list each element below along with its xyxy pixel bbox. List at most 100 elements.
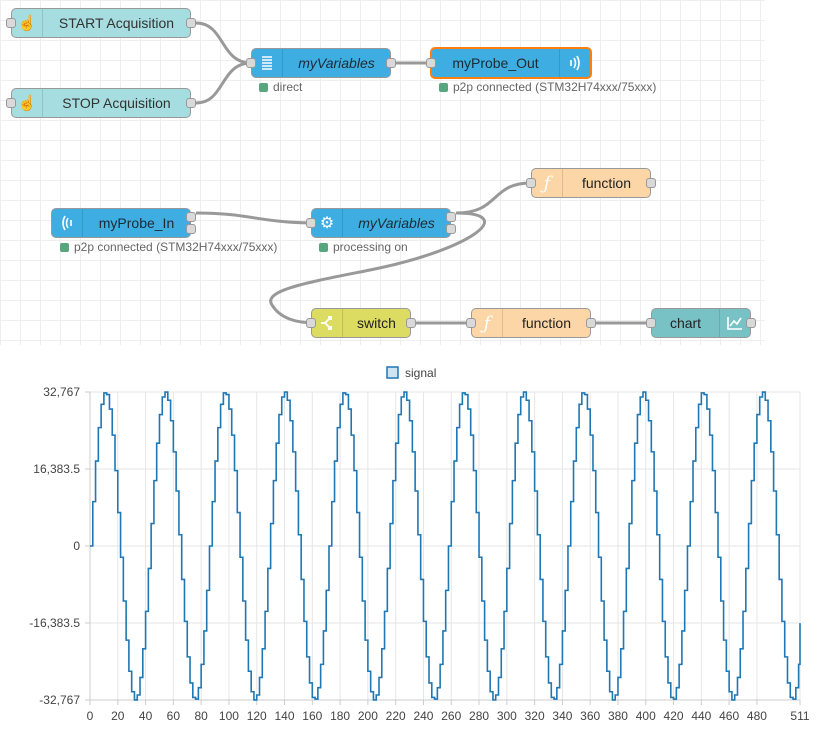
flow-wires bbox=[195, 21, 651, 325]
x-tick-label: 360 bbox=[580, 709, 600, 723]
x-tick-label: 300 bbox=[497, 709, 517, 723]
list-icon bbox=[252, 49, 283, 77]
x-tick-label: 160 bbox=[302, 709, 322, 723]
node-label: START Acquisition bbox=[58, 15, 175, 31]
node-label: myProbe_In bbox=[98, 215, 175, 231]
node-label: function bbox=[521, 315, 572, 331]
output-port[interactable] bbox=[586, 318, 596, 328]
status-dot bbox=[259, 82, 268, 92]
status-myprobe-in: p2p connected (STM32H74xxx/75xxx) bbox=[60, 240, 277, 254]
wire-stop-to-myvariables bbox=[195, 61, 252, 105]
x-tick-label: 460 bbox=[719, 709, 739, 723]
status-myprobe-out: p2p connected (STM32H74xxx/75xxx) bbox=[439, 80, 656, 94]
x-tick-label: 511 bbox=[790, 709, 809, 723]
input-port[interactable] bbox=[466, 318, 476, 328]
output-port[interactable] bbox=[746, 318, 756, 328]
node-myprobe-out[interactable]: myProbe_Out bbox=[426, 47, 592, 79]
node-label: switch bbox=[357, 315, 396, 331]
wire-myvariables-to-function bbox=[455, 181, 532, 215]
node-function-bottom[interactable]: ƒ function bbox=[466, 308, 596, 338]
wire-myvariables-to-switch bbox=[269, 211, 486, 325]
function-icon: ƒ bbox=[532, 169, 563, 197]
output-port[interactable] bbox=[406, 318, 416, 328]
output-port[interactable] bbox=[386, 58, 396, 68]
x-tick-label: 320 bbox=[525, 709, 545, 723]
wireless-icon bbox=[52, 209, 83, 237]
input-port[interactable] bbox=[306, 218, 316, 228]
node-chart[interactable]: chart bbox=[646, 308, 756, 338]
x-tick-label: 240 bbox=[413, 709, 433, 723]
input-port[interactable] bbox=[306, 318, 316, 328]
x-tick-label: 440 bbox=[691, 709, 711, 723]
x-tick-label: 0 bbox=[87, 709, 94, 723]
output-port-2[interactable] bbox=[446, 224, 456, 234]
input-port[interactable] bbox=[526, 178, 536, 188]
x-tick-label: 120 bbox=[247, 709, 267, 723]
inject-hand-icon[interactable]: ☝ bbox=[12, 89, 43, 117]
y-tick-label: 32,767 bbox=[43, 385, 80, 399]
function-icon: ƒ bbox=[472, 309, 503, 337]
x-tick-label: 200 bbox=[358, 709, 378, 723]
x-tick-label: 220 bbox=[386, 709, 406, 723]
gear-icon: ⚙ bbox=[312, 209, 343, 237]
x-tick-label: 280 bbox=[469, 709, 489, 723]
x-tick-label: 260 bbox=[441, 709, 461, 723]
output-port[interactable] bbox=[446, 212, 456, 222]
node-label: chart bbox=[669, 315, 702, 331]
x-tick-label: 100 bbox=[219, 709, 239, 723]
input-port[interactable] bbox=[646, 318, 656, 328]
node-label: myProbe_Out bbox=[452, 55, 539, 71]
y-tick-label: 16,383.5 bbox=[33, 462, 80, 476]
input-port[interactable] bbox=[6, 18, 16, 28]
input-port[interactable] bbox=[426, 58, 436, 68]
status-myvariables-processing: processing on bbox=[319, 240, 408, 254]
node-start-acquisition[interactable]: ☝ START Acquisition bbox=[6, 8, 196, 38]
status-text: p2p connected (STM32H74xxx/75xxx) bbox=[453, 80, 657, 94]
node-stop-acquisition[interactable]: ☝ STOP Acquisition bbox=[6, 88, 196, 118]
status-text: processing on bbox=[333, 240, 408, 254]
node-label: myVariables bbox=[358, 215, 435, 231]
x-tick-label: 420 bbox=[664, 709, 684, 723]
node-myvariables-processing[interactable]: ⚙ myVariables bbox=[306, 208, 456, 238]
output-port[interactable] bbox=[186, 212, 196, 222]
x-tick-label: 480 bbox=[747, 709, 767, 723]
output-port[interactable] bbox=[186, 18, 196, 28]
output-port[interactable] bbox=[186, 98, 196, 108]
legend-label: signal bbox=[405, 366, 436, 380]
wire-probe-in-to-myvariables bbox=[195, 211, 317, 225]
wireless-icon bbox=[559, 49, 590, 77]
y-tick-label: -32,767 bbox=[39, 693, 80, 707]
input-port[interactable] bbox=[246, 58, 256, 68]
status-dot bbox=[439, 82, 448, 92]
input-port[interactable] bbox=[6, 98, 16, 108]
wire-start-to-myvariables bbox=[195, 21, 252, 65]
status-text: direct bbox=[273, 80, 303, 94]
node-myvariables-top[interactable]: myVariables bbox=[246, 48, 396, 78]
node-myprobe-in[interactable]: myProbe_In bbox=[51, 208, 196, 238]
status-dot bbox=[319, 242, 328, 252]
node-switch[interactable]: switch bbox=[306, 308, 416, 338]
x-tick-label: 20 bbox=[111, 709, 125, 723]
status-myvariables-top: direct bbox=[259, 80, 302, 94]
chart-icon bbox=[719, 309, 750, 337]
series-line-signal bbox=[90, 391, 801, 701]
node-label: STOP Acquisition bbox=[62, 95, 171, 111]
switch-icon bbox=[312, 309, 343, 337]
x-tick-label: 60 bbox=[167, 709, 181, 723]
x-tick-label: 400 bbox=[636, 709, 656, 723]
output-port[interactable] bbox=[646, 178, 656, 188]
inject-hand-icon[interactable]: ☝ bbox=[12, 9, 43, 37]
x-tick-label: 340 bbox=[552, 709, 572, 723]
x-tick-label: 180 bbox=[330, 709, 350, 723]
legend-swatch bbox=[386, 366, 399, 379]
x-tick-label: 80 bbox=[194, 709, 208, 723]
x-tick-label: 40 bbox=[139, 709, 153, 723]
node-label: myVariables bbox=[298, 55, 375, 71]
y-tick-label: -16,383.5 bbox=[29, 616, 80, 630]
flow-canvas[interactable]: ☝ START Acquisition ☝ STOP Acquisition m… bbox=[0, 0, 765, 345]
node-label: function bbox=[581, 175, 632, 191]
output-port-2[interactable] bbox=[186, 224, 196, 234]
x-tick-label: 380 bbox=[608, 709, 628, 723]
node-function-top[interactable]: ƒ function bbox=[526, 168, 656, 198]
